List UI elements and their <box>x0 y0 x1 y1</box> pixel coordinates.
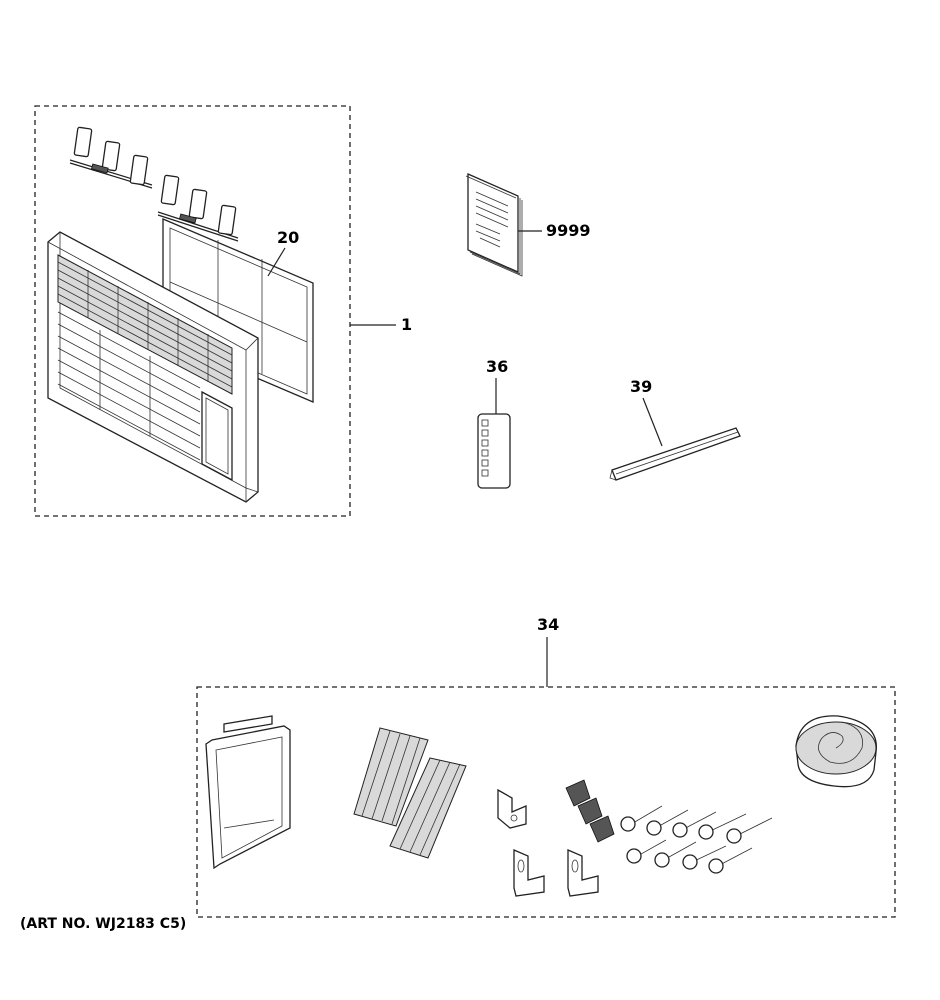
callout-36: 36 <box>486 357 508 376</box>
louver-clips-upper <box>69 126 153 189</box>
foam-tape-roll <box>795 715 877 788</box>
front-grille-panel[interactable] <box>47 231 259 503</box>
leader-20 <box>267 247 286 277</box>
front-panel-assembly[interactable]: 1 20 <box>34 105 412 517</box>
machine-screws <box>565 779 615 843</box>
callout-9999: 9999 <box>546 221 591 240</box>
side-curtain-frame <box>205 715 291 870</box>
foam-seal-strips <box>353 727 467 859</box>
mounting-brackets <box>497 788 599 897</box>
callout-20: 20 <box>277 228 299 247</box>
callout-39: 39 <box>630 377 652 396</box>
owners-manual[interactable]: 9999 <box>465 173 591 277</box>
art-number: (ART NO. WJ2183 C5) <box>20 916 186 932</box>
wood-screws <box>620 805 773 874</box>
callout-1: 1 <box>401 315 412 334</box>
installation-kit[interactable]: 34 <box>196 615 896 918</box>
kit-boundary <box>196 686 896 918</box>
remote-buttons <box>481 419 489 477</box>
top-rail[interactable]: 39 <box>609 377 741 481</box>
manual-text-lines <box>475 191 509 248</box>
callout-34: 34 <box>537 615 559 634</box>
air-filter[interactable] <box>162 218 314 403</box>
assembly-1-boundary <box>34 105 351 517</box>
louver-clips-lower <box>157 174 239 242</box>
remote-control[interactable]: 36 <box>477 357 511 489</box>
